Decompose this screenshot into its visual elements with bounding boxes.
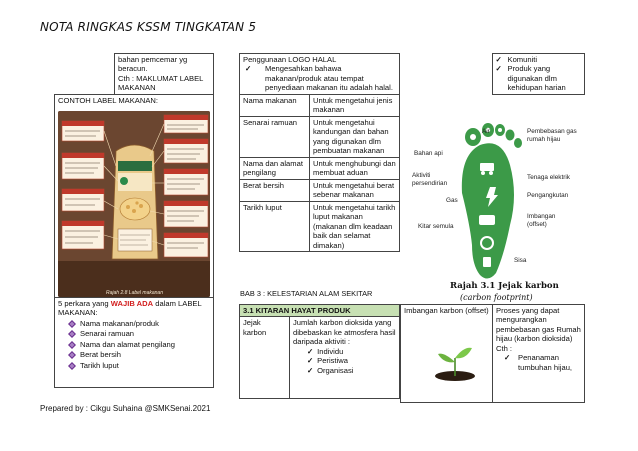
diamond-bullet-icon — [68, 340, 76, 349]
carbon-offset-table: Imbangan karbon (offset) Proses yang dap… — [400, 304, 585, 403]
seedling-icon — [435, 347, 475, 381]
fp-label-gas: Gas — [446, 197, 458, 204]
food-label-illustration — [58, 110, 210, 297]
diamond-bullet-icon — [68, 361, 76, 370]
list-item: Tarikh luput — [68, 361, 210, 370]
page-title: NOTA RINGKAS KSSM TINGKATAN 5 — [40, 20, 257, 34]
check-icon: ✓ — [307, 365, 314, 375]
fp-label-fuel: Bahan api — [414, 150, 443, 157]
list-item: Berat bersih — [68, 350, 210, 360]
offset-term-cell: Imbangan karbon (offset) — [400, 304, 493, 403]
fp-label-waste: Sisa — [514, 257, 527, 264]
chapter-heading: BAB 3 : KELESTARIAN ALAM SEKITAR — [240, 289, 373, 298]
diamond-bullet-icon — [68, 319, 76, 328]
fp-label-ghg: Pembebasan gas rumah hijau — [527, 128, 577, 143]
mandatory-items-cell: 5 perkara yang WAJIB ADA dalam LABEL MAK… — [54, 296, 214, 388]
section-header: 3.1 KITARAN HAYAT PRODUK — [239, 303, 400, 318]
food-label-figure: Rajah 2.8 Label makanan — [58, 110, 210, 297]
footprint-sources-cell: ✓Komuniti ✓Produk yang digunakan dlm keh… — [491, 53, 585, 95]
check-icon: ✓ — [307, 346, 314, 356]
fp-label-offset: Imbangan (offset) — [527, 213, 556, 228]
list-item: Nama dan alamat pengilang — [68, 340, 210, 349]
fp-label-transport: Pengangkutan — [527, 192, 569, 199]
pollutant-note: bahan pemcemar yg beracun. Cth : MAKLUMA… — [114, 53, 214, 95]
fp-label-electric: Tenaga elektrik — [527, 174, 570, 181]
halal-logo-cell: Penggunaan LOGO HALAL ✓ Mengesahkan baha… — [239, 53, 400, 95]
food-label-table: bahan pemcemar yg beracun. Cth : MAKLUMA… — [54, 53, 214, 388]
mandatory-highlight: WAJIB ADA — [110, 298, 154, 308]
carbon-footprint-figure — [461, 123, 522, 279]
food-label-cell: CONTOH LABEL MAKANAN: — [54, 93, 214, 298]
check-icon: ✓ — [504, 353, 511, 363]
footer-credit: Prepared by : Cikgu Suhaina @SMKSenai.20… — [40, 404, 211, 413]
diamond-bullet-icon — [68, 351, 76, 360]
fp-label-recycle: Kitar semula — [418, 223, 454, 230]
footprint-subcaption: (carbon footprint) — [460, 293, 533, 302]
label-function-table: Penggunaan LOGO HALAL ✓ Mengesahkan baha… — [239, 53, 400, 253]
list-item: Nama makanan/produk — [68, 319, 210, 328]
food-label-caption: Rajah 2.8 Label makanan — [106, 289, 163, 296]
footprint-caption: Rajah 3.1 Jejak karbon — [450, 281, 559, 291]
offset-desc-cell: Proses yang dapat mengurangkan pembebasa… — [492, 304, 585, 403]
mandatory-summary: 5 perkara yang WAJIB ADA dalam LABEL MAK… — [58, 298, 202, 318]
check-icon: ✓ — [245, 64, 252, 74]
mandatory-items-list: Nama makanan/produk Senarai ramuan Nama … — [58, 319, 210, 370]
check-icon: ✓ — [495, 55, 502, 64]
fp-label-personal: Aktiviti persendirian — [412, 172, 448, 187]
check-icon: ✓ — [495, 64, 502, 74]
jejak-desc-cell: Jumlah karbon dioksida yang dibebaskan k… — [289, 316, 400, 400]
diamond-bullet-icon — [68, 330, 76, 339]
fp-label-air: Air — [482, 128, 490, 135]
check-icon: ✓ — [307, 356, 314, 366]
food-label-heading: CONTOH LABEL MAKANAN: — [58, 95, 159, 105]
jejak-term: Jejak karbon — [239, 316, 290, 400]
footprint-sources-table: ✓Komuniti ✓Produk yang digunakan dlm keh… — [400, 53, 585, 95]
list-item: Senarai ramuan — [68, 329, 210, 339]
carbon-footprint-table: 3.1 KITARAN HAYAT PRODUK Jejak karbon Ju… — [239, 303, 400, 400]
